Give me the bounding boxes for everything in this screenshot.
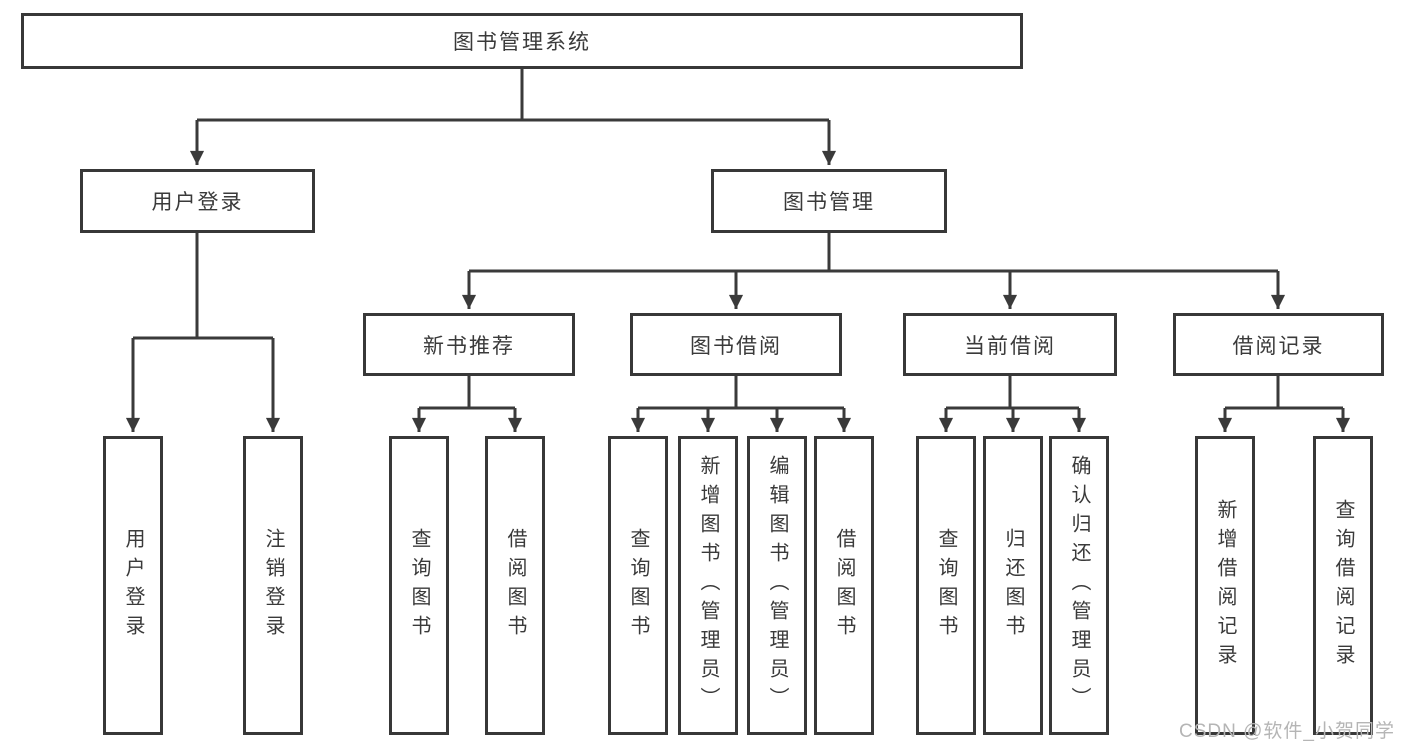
node-borrowing-records: 借阅记录 bbox=[1173, 313, 1384, 376]
node-library-management-system: 图书管理系统 bbox=[21, 13, 1023, 69]
leaf-label: 借阅图书 bbox=[504, 527, 526, 644]
node-book-borrowing: 图书借阅 bbox=[630, 313, 842, 376]
leaf-label: 归还图书 bbox=[1002, 527, 1024, 644]
leaf-query-books-recommend: 查询图书 bbox=[389, 436, 449, 735]
node-new-book-recommendation: 新书推荐 bbox=[363, 313, 575, 376]
node-current-borrowing: 当前借阅 bbox=[903, 313, 1117, 376]
leaf-add-borrow-record: 新增借阅记录 bbox=[1195, 436, 1255, 735]
leaf-borrow-books-borrowing: 借阅图书 bbox=[814, 436, 874, 735]
leaf-confirm-return-admin: 确认归还（管理员） bbox=[1049, 436, 1109, 735]
leaf-edit-books-admin: 编辑图书（管理员） bbox=[747, 436, 807, 735]
node-user-login: 用户登录 bbox=[80, 169, 315, 233]
leaf-user-login: 用户登录 bbox=[103, 436, 163, 735]
leaf-logout: 注销登录 bbox=[243, 436, 303, 735]
leaf-label: 注销登录 bbox=[262, 527, 284, 644]
leaf-label: 查询图书 bbox=[935, 527, 957, 644]
leaf-label: 新增图书（管理员） bbox=[697, 455, 719, 716]
leaf-add-books-admin: 新增图书（管理员） bbox=[678, 436, 738, 735]
leaf-query-books-current: 查询图书 bbox=[916, 436, 976, 735]
leaf-query-borrow-record: 查询借阅记录 bbox=[1313, 436, 1373, 735]
leaf-query-books-borrowing: 查询图书 bbox=[608, 436, 668, 735]
leaf-label: 编辑图书（管理员） bbox=[766, 455, 788, 716]
leaf-return-books: 归还图书 bbox=[983, 436, 1043, 735]
leaf-label: 用户登录 bbox=[122, 527, 144, 644]
leaf-label: 查询图书 bbox=[627, 527, 649, 644]
leaf-label: 确认归还（管理员） bbox=[1068, 455, 1090, 716]
node-book-management: 图书管理 bbox=[711, 169, 947, 233]
leaf-label: 借阅图书 bbox=[833, 527, 855, 644]
leaf-label: 新增借阅记录 bbox=[1214, 498, 1236, 673]
leaf-label: 查询借阅记录 bbox=[1332, 498, 1354, 673]
leaf-borrow-books-recommend: 借阅图书 bbox=[485, 436, 545, 735]
leaf-label: 查询图书 bbox=[408, 527, 430, 644]
